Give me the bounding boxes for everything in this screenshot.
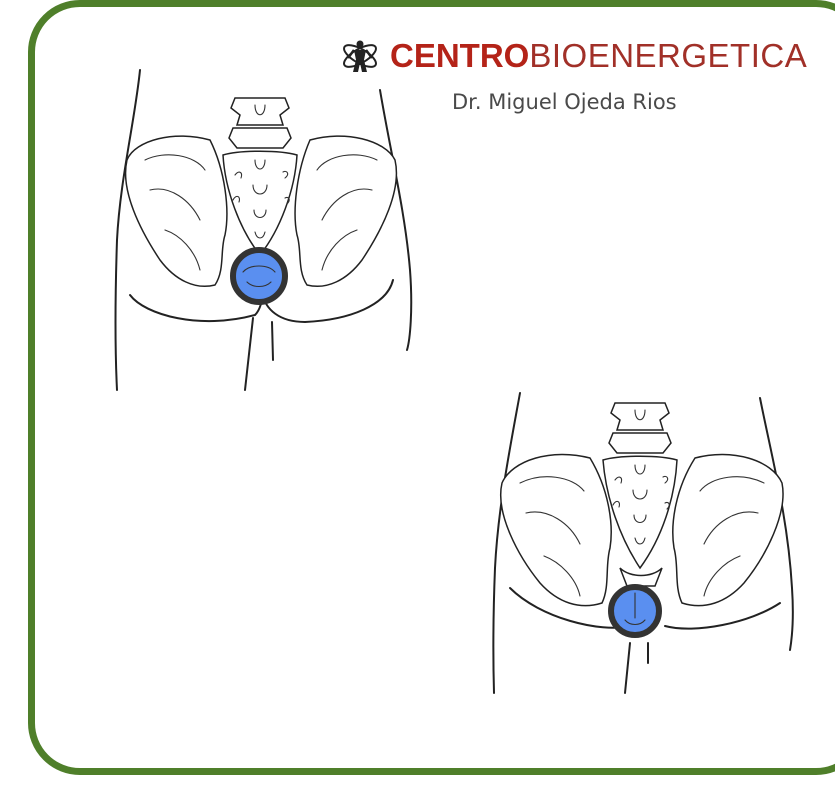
- cleft-left: [245, 318, 253, 390]
- pelvis-figure-lower: [480, 388, 810, 698]
- pubic-symphysis: [620, 568, 662, 586]
- body-outline-left: [116, 70, 141, 390]
- cleft-right: [272, 322, 273, 360]
- cleft-left: [625, 643, 630, 693]
- vertebra-2: [229, 128, 291, 148]
- buttock-right: [665, 603, 780, 629]
- doctor-name: Dr. Miguel Ojeda Rios: [452, 90, 677, 114]
- pelvis-figure-upper: [105, 60, 425, 395]
- vertebra-1: [611, 403, 669, 430]
- vertebra-2: [609, 433, 671, 453]
- ilium-left: [126, 136, 227, 286]
- coccyx-marker-upper: [233, 250, 285, 302]
- brand-name-light: BIOENERGETICA: [529, 37, 807, 75]
- ilium-right: [295, 136, 396, 286]
- vertebra-1: [231, 98, 289, 125]
- sacrum: [223, 151, 297, 255]
- sacrum: [603, 456, 677, 568]
